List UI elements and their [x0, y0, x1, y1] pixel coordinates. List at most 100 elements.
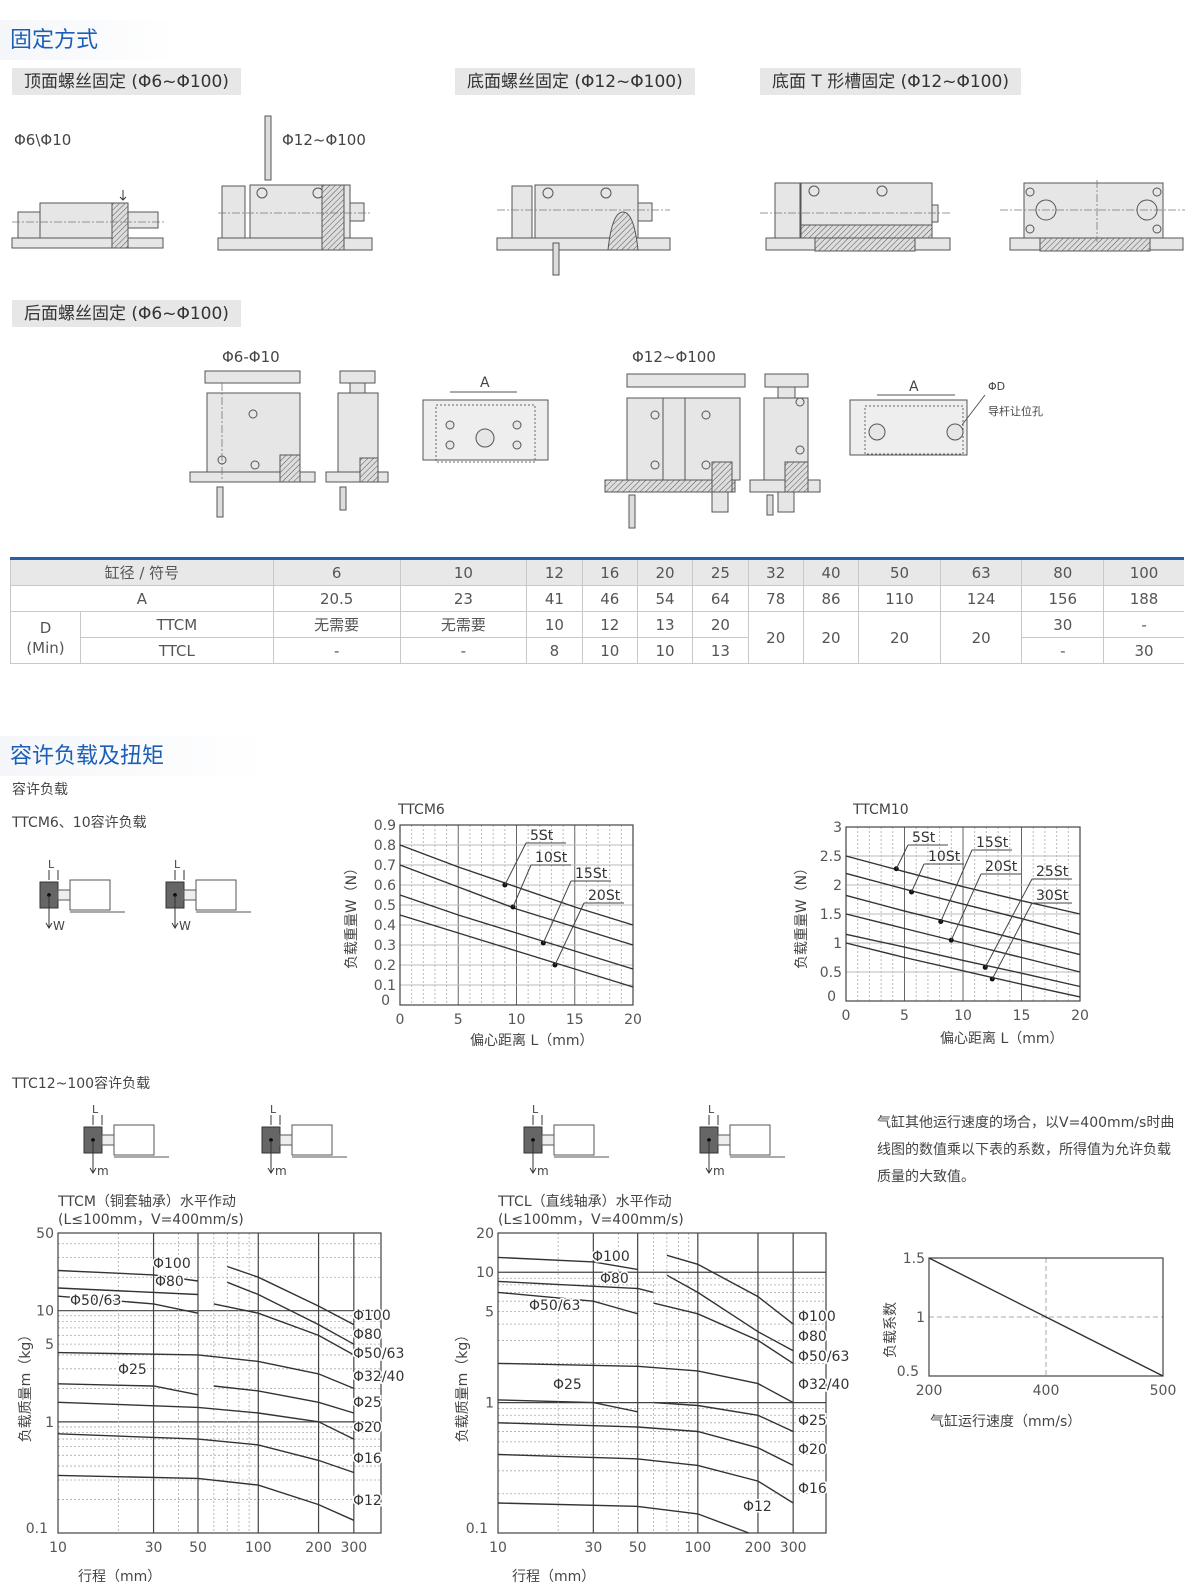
y-tick-label: 2 [833, 878, 842, 894]
center-dot [47, 893, 51, 897]
series-line [653, 1302, 794, 1364]
series-label: 20St [985, 859, 1018, 875]
x-tick-label: 200 [745, 1540, 772, 1556]
hole-icon [1136, 199, 1158, 221]
series-end-label: Φ16 [353, 1451, 382, 1467]
hole-icon [650, 460, 660, 470]
chart-title: TTCM6 [397, 802, 445, 818]
part [662, 397, 686, 481]
part [777, 491, 795, 513]
load-block [699, 1126, 719, 1154]
cell-ttcl: - [399, 637, 528, 664]
y-tick-label: 0.1 [374, 978, 396, 994]
series-end-label: Φ50/63 [353, 1346, 404, 1362]
part [814, 237, 916, 252]
series-line [928, 1257, 1164, 1377]
part [359, 457, 379, 483]
row-label-d: D(Min) [10, 611, 81, 664]
load-diagram-m-4: Lm [699, 1103, 785, 1178]
cylinder [195, 879, 237, 911]
hole-icon [795, 445, 805, 455]
row-label-ttcl: TTCL [80, 637, 274, 664]
hole-icon [312, 187, 324, 199]
series-line [213, 1303, 355, 1356]
series-line [497, 1256, 638, 1271]
x-tick-label: 5 [454, 1012, 463, 1028]
series-line [653, 1401, 794, 1433]
leader-line [911, 863, 925, 893]
part [321, 184, 345, 251]
arrow-down-icon [267, 1140, 275, 1174]
dim-l-label: L [48, 858, 55, 871]
series-line [497, 1399, 638, 1413]
leader-line [961, 394, 986, 426]
part [604, 479, 736, 493]
cell-a: 64 [692, 585, 749, 612]
part [800, 182, 933, 239]
arrow-down-icon [705, 1140, 713, 1174]
series-inline-label: Φ25 [553, 1377, 582, 1393]
series-end-label: Φ20 [798, 1442, 827, 1458]
load-block [261, 1126, 281, 1154]
drawing-rear-small-side [325, 370, 389, 511]
drawing-rear-large-front [604, 373, 746, 529]
cell-a: 156 [1021, 585, 1105, 612]
drawing-rear-small-front [189, 370, 316, 518]
load-diagram-w-1: LW [39, 858, 125, 933]
rod [717, 1134, 731, 1146]
plot-frame [845, 826, 1081, 1002]
series-line [497, 1280, 654, 1294]
part [39, 202, 129, 239]
series-inline-label: Φ12 [743, 1499, 772, 1515]
series-line [227, 1265, 355, 1326]
hole-icon [876, 185, 888, 197]
series-inline-label: Φ100 [153, 1256, 191, 1272]
part [325, 471, 389, 483]
x-axis-label: 行程（mm） [512, 1569, 595, 1585]
x-tick-label: 10 [954, 1008, 972, 1024]
x-tick-label: 400 [1033, 1383, 1060, 1399]
part [711, 461, 733, 493]
cell-a: 78 [747, 585, 804, 612]
center-dot [91, 1138, 95, 1142]
cylinder [113, 1124, 155, 1156]
y-tick-label: 1 [916, 1310, 925, 1326]
load-block [39, 881, 59, 909]
part [216, 486, 224, 518]
series-line [666, 1274, 794, 1352]
series-line [57, 1474, 355, 1521]
part [339, 370, 376, 384]
x-tick-label: 50 [189, 1540, 207, 1556]
y-axis-label: 负载质量m（kg） [18, 1328, 34, 1443]
series-line [497, 1453, 794, 1504]
arrow-down-icon [171, 895, 179, 929]
cell-ttcm: 13 [636, 611, 694, 638]
cell-ttcl: 13 [692, 637, 749, 664]
part [221, 185, 246, 239]
part [637, 202, 653, 222]
series-label: 5St [530, 828, 554, 844]
section-hatch [607, 211, 639, 251]
y-tick-label: 1 [45, 1415, 54, 1431]
series-marker [909, 889, 915, 895]
plot-frame [928, 1257, 1164, 1377]
chart-title: TTCL（直线轴承）水平作动 [497, 1193, 672, 1210]
center-dot [269, 1138, 273, 1142]
cell-a: 20.5 [272, 585, 401, 612]
part [763, 397, 809, 481]
series-marker [510, 904, 516, 910]
caption-top-large: Φ12~Φ100 [282, 131, 366, 149]
x-tick-label: 200 [916, 1383, 943, 1399]
y-axis-label: 负载质量m（kg） [455, 1328, 471, 1443]
part [628, 494, 636, 529]
header-bore: 12 [526, 558, 583, 586]
part [777, 386, 796, 399]
series-end-label: Φ100 [798, 1309, 836, 1325]
series-end-label: Φ100 [353, 1308, 391, 1324]
x-tick-label: 15 [566, 1012, 584, 1028]
cell-ttcm: 无需要 [272, 611, 401, 638]
